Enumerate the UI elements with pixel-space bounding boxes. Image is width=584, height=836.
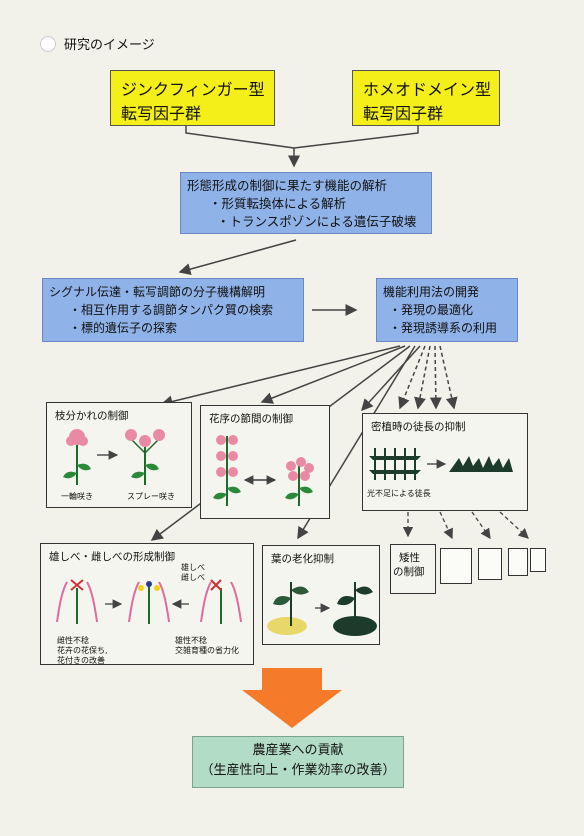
merge-connector: [185, 123, 419, 149]
inflorescence-title: 花序の節間の制御: [209, 413, 293, 425]
dense-planting-panel: 密植時の徒長の抑制 光不足による徒長: [362, 413, 528, 511]
female-sterile-notes: 雌性不稔 花卉の花保ち, 花付きの改善: [57, 636, 108, 666]
contribution-box: 農産業への貢献 （生産性向上・作業効率の改善）: [192, 736, 404, 788]
empty-box-4: [530, 548, 546, 572]
homeodomain-line2: 転写因子群: [363, 104, 444, 123]
homeodomain-box: ホメオドメイン型 転写因子群: [352, 70, 500, 126]
spray-flower-label: スプレー咲き: [127, 492, 175, 501]
function-analysis-box: 形態形成の制御に果たす機能の解析 ・形質転換体による解析 ・トランスポゾンによる…: [180, 172, 432, 234]
dwarf-dashed-arrows: [402, 511, 529, 540]
flower-right: [200, 579, 242, 624]
dense-planting-illustration: [369, 448, 513, 480]
contribution-arrow: [242, 668, 342, 728]
leaf-senescence-illustration: [267, 582, 377, 636]
flower-center: [128, 581, 170, 624]
signal-line-3: ・標的遺伝子の探索: [69, 321, 178, 335]
male-note-1: 雄性不稔: [175, 636, 207, 645]
stamen-label: 雄しべ: [181, 563, 205, 572]
healthy-plant: [333, 582, 377, 636]
empty-box-3: [508, 548, 528, 576]
female-note-2: 花卉の花保ち,: [57, 646, 108, 655]
usage-line-1: 機能利用法の開発: [383, 285, 480, 299]
analysis-line-2: ・形質転換体による解析: [209, 196, 347, 211]
spray-flower-plant: [125, 429, 165, 485]
page-heading: 研究のイメージ: [40, 34, 155, 53]
contribution-line2: （生産性向上・作業効率の改善）: [200, 763, 396, 778]
dwarf-line-2: の制御: [393, 566, 425, 578]
analysis-line-1: 形態形成の制御に果たす機能の解析: [187, 178, 388, 193]
contribution-line1: 農産業への貢献: [252, 743, 344, 758]
dense-planting-caption: 光不足による徒長: [367, 489, 431, 498]
male-note-2: 交雑育種の省力化: [175, 646, 239, 655]
leaf-senescence-panel: 葉の老化抑制: [262, 545, 380, 645]
zinc-finger-box: ジンクフィンガー型 転写因子群: [110, 70, 275, 126]
usage-line-3: ・発現誘導系の利用: [389, 321, 498, 335]
female-note-3: 花付きの改善: [57, 656, 105, 665]
branching-illustration: [63, 429, 165, 485]
inflorescence-illustration: [213, 435, 314, 506]
single-flower-plant: [63, 429, 91, 485]
male-sterile-notes: 雄性不稔 交雑育種の省力化: [175, 636, 239, 656]
dwarf-control-box: 矮性 の制御: [390, 544, 436, 594]
inflorescence-panel: 花序の節間の制御: [200, 405, 330, 519]
dwarf-line-1: 矮性: [399, 552, 420, 564]
flower-left: [56, 579, 98, 624]
analysis-line-3: ・トランスポゾンによる遺伝子破壊: [217, 214, 417, 229]
function-usage-box: 機能利用法の開発 ・発現の最適化 ・発現誘導系の利用: [376, 278, 518, 342]
fan-dashed-arrows: [398, 345, 458, 410]
signal-transduction-box: シグナル伝達・転写調節の分子機構解明 ・相互作用する調節タンパク質の検索 ・標的…: [42, 278, 304, 342]
arrow-to-signal: [178, 239, 297, 275]
empty-box-1: [440, 548, 472, 584]
elongated-plants: [374, 448, 416, 480]
bullet-icon: [40, 35, 56, 52]
stamen-pistil-title: 雄しべ・雌しべの形成制御: [49, 551, 175, 563]
long-internode-plant: [213, 435, 241, 506]
signal-line-2: ・相互作用する調節タンパク質の検索: [69, 303, 274, 317]
homeodomain-line1: ホメオドメイン型: [363, 80, 492, 99]
zinc-finger-line2: 転写因子群: [121, 104, 202, 123]
dense-planting-title: 密植時の徒長の抑制: [371, 421, 466, 433]
branching-panel: 枝分かれの制御 一輪咲き スプレー咲き: [46, 402, 192, 508]
empty-box-2: [478, 548, 502, 580]
stamen-pistil-illustration: [56, 579, 242, 624]
single-flower-label: 一輪咲き: [61, 492, 93, 501]
branching-title: 枝分かれの制御: [55, 410, 129, 422]
leaf-senescence-title: 葉の老化抑制: [271, 553, 334, 565]
female-note-1: 雌性不稔: [57, 636, 89, 645]
heading-text: 研究のイメージ: [64, 38, 155, 53]
compact-plants: [449, 456, 513, 472]
pistil-label: 雌しべ: [181, 573, 205, 582]
short-internode-plant: [285, 457, 314, 506]
usage-line-2: ・発現の最適化: [389, 303, 474, 317]
stamen-pistil-panel: 雄しべ・雌しべの形成制御 雄しべ 雌しべ 雌性不稔 花: [40, 543, 254, 665]
aged-plant: [267, 582, 309, 635]
zinc-finger-line1: ジンクフィンガー型: [121, 80, 265, 99]
signal-line-1: シグナル伝達・転写調節の分子機構解明: [49, 285, 266, 299]
